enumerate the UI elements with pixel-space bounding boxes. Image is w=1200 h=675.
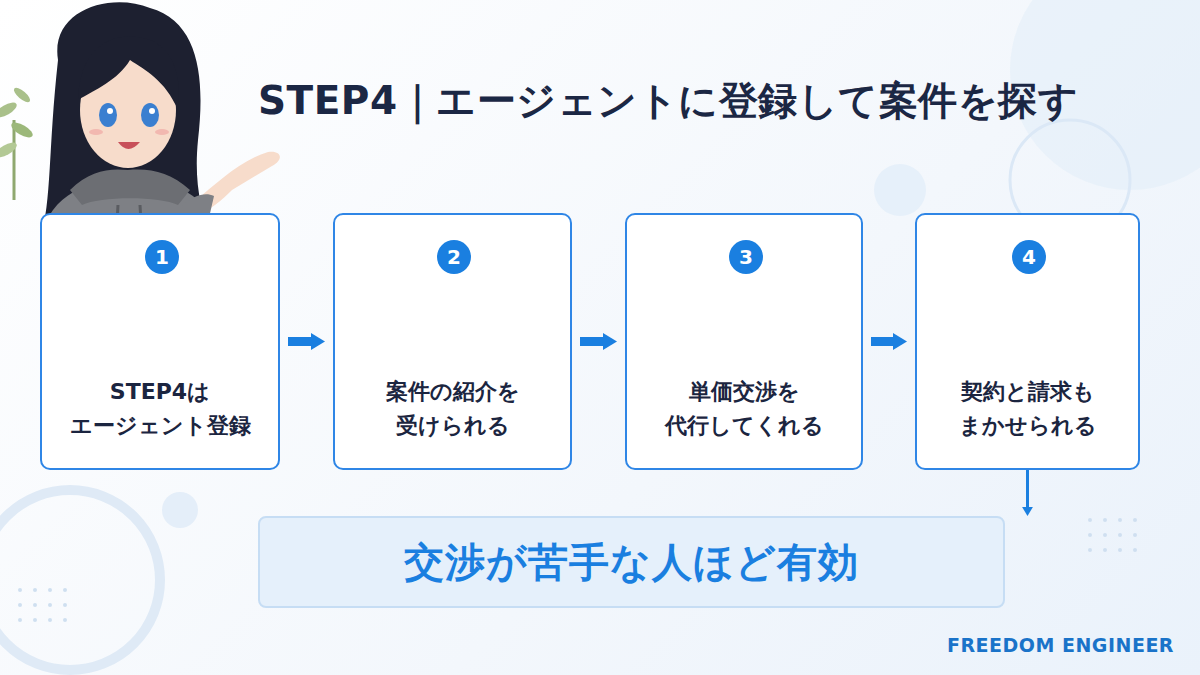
step-text: STEP4は エージェント登録 xyxy=(42,375,278,443)
arrow-head xyxy=(1022,507,1033,516)
step-number: 4 xyxy=(1022,247,1036,267)
step-text: 案件の紹介を 受けられる xyxy=(335,375,570,443)
arrow-shaft xyxy=(1026,470,1029,507)
arrow-head xyxy=(603,333,617,350)
step-text: 契約と請求も まかせられる xyxy=(917,375,1138,443)
step-number-circle: 3 xyxy=(729,240,763,274)
flow-arrow xyxy=(288,333,325,350)
flow-arrow xyxy=(580,333,617,350)
step-number-circle: 4 xyxy=(1012,240,1046,274)
brand-label: FREEDOM ENGINEER xyxy=(947,634,1174,656)
character-illustration xyxy=(40,2,280,245)
step-number: 2 xyxy=(447,247,461,267)
step-box: 案件の紹介を 受けられる 2 xyxy=(333,213,572,470)
flow-arrow xyxy=(1022,470,1033,516)
arrow-head xyxy=(311,333,325,350)
summary-text: 交渉が苦手な人ほど有効 xyxy=(404,535,859,590)
step-number-circle: 1 xyxy=(145,240,179,274)
step-text: 単価交渉を 代行してくれる xyxy=(627,375,861,443)
arrow-shaft xyxy=(871,337,893,346)
arrow-shaft xyxy=(580,337,603,346)
plant xyxy=(0,86,35,200)
step-box: 単価交渉を 代行してくれる 3 xyxy=(625,213,863,470)
flow-arrow xyxy=(871,333,907,350)
step-number-circle: 2 xyxy=(437,240,471,274)
step-box: 契約と請求も まかせられる 4 xyxy=(915,213,1140,470)
arrow-shaft xyxy=(288,337,311,346)
step-number: 3 xyxy=(739,247,753,267)
step-box: STEP4は エージェント登録 1 xyxy=(40,213,280,470)
step-number: 1 xyxy=(155,247,169,267)
summary-band: 交渉が苦手な人ほど有効 xyxy=(258,516,1005,608)
arrow-head xyxy=(893,333,907,350)
slide-title: STEP4｜エージェントに登録して案件を探す xyxy=(258,74,1078,128)
